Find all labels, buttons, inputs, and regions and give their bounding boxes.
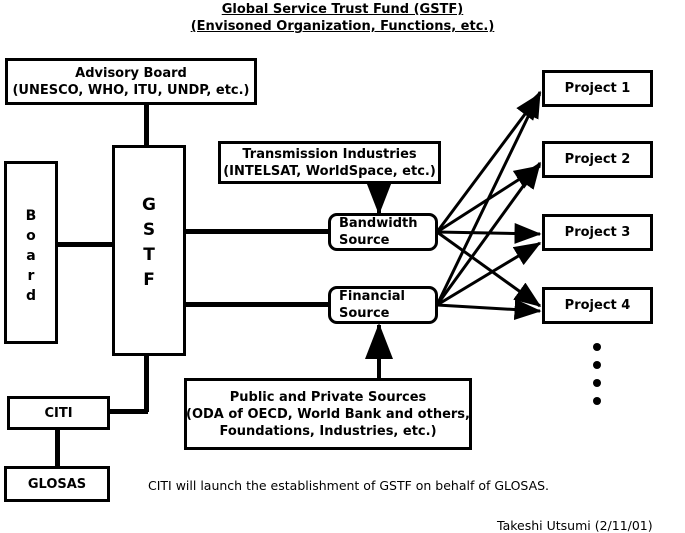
board-letter: r [27, 268, 35, 284]
project-3-box[interactable]: Project 3 [542, 214, 653, 251]
project-1-label: Project 1 [564, 81, 631, 96]
board-letter: a [26, 248, 36, 264]
financial-source-line2: Source [339, 306, 390, 321]
advisory-board-line1: Advisory Board [75, 65, 187, 81]
ellipsis-dot [593, 361, 601, 369]
board-label: B o a r d [26, 206, 37, 306]
project-1-box[interactable]: Project 1 [542, 70, 653, 107]
bandwidth-source-line2: Source [339, 233, 390, 248]
author-signature: Takeshi Utsumi (2/11/01) [497, 518, 653, 533]
advisory-board-line2: (UNESCO, WHO, ITU, UNDP, etc.) [12, 82, 250, 98]
connector-gstf-to-citi-horizontal [108, 409, 148, 414]
arrow-financial-to-project-1 [435, 90, 542, 306]
citi-box[interactable]: CITI [7, 396, 110, 430]
arrow-financial-to-project-3 [436, 241, 542, 307]
public-private-sources-box[interactable]: Public and Private Sources (ODA of OECD,… [184, 378, 472, 450]
public-private-sources-line1: Public and Private Sources [229, 389, 427, 405]
ellipsis-dot [593, 397, 601, 405]
connector-gstf-to-citi-vertical [144, 353, 149, 412]
page-title-line2-text: (Envisoned Organization, Functions, etc.… [190, 19, 495, 34]
board-box[interactable]: B o a r d [4, 161, 58, 344]
ellipsis-dot [593, 379, 601, 387]
bandwidth-source-box[interactable]: Bandwidth Source [328, 213, 438, 251]
glosas-box[interactable]: GLOSAS [4, 466, 110, 502]
project-2-label: Project 2 [564, 152, 631, 167]
gstf-letter: G [142, 195, 156, 215]
connector-board-to-gstf [55, 242, 114, 247]
public-private-sources-line2: (ODA of OECD, World Bank and others, [186, 406, 470, 422]
transmission-industries-line1: Transmission Industries [242, 146, 417, 162]
citi-label: CITI [44, 405, 73, 421]
ellipsis-dot [593, 343, 601, 351]
transmission-industries-line2: (INTELSAT, WorldSpace, etc.) [223, 163, 436, 179]
board-letter: d [25, 288, 36, 304]
financial-source-box[interactable]: Financial Source [328, 286, 438, 324]
gstf-label: G S T F [142, 193, 156, 293]
page-title-line2: (Envisoned Organization, Functions, etc.… [0, 19, 685, 34]
arrow-bandwidth-to-project-2 [436, 164, 542, 234]
gstf-letter: T [143, 245, 155, 265]
bandwidth-source-line1: Bandwidth [339, 216, 418, 231]
arrow-financial-to-project-2 [435, 161, 542, 306]
page-title-line1-text: Global Service Trust Fund (GSTF) [221, 2, 464, 17]
arrow-bandwidth-to-project-1 [435, 92, 542, 233]
public-private-sources-line3: Foundations, Industries, etc.) [219, 423, 437, 439]
project-2-box[interactable]: Project 2 [542, 141, 653, 178]
advisory-board-box[interactable]: Advisory Board (UNESCO, WHO, ITU, UNDP, … [5, 58, 257, 105]
project-3-label: Project 3 [564, 225, 631, 240]
footer-note: CITI will launch the establishment of GS… [148, 478, 550, 493]
page-title-line1: Global Service Trust Fund (GSTF) [0, 2, 685, 17]
glosas-label: GLOSAS [27, 476, 87, 492]
connector-gstf-to-financial [184, 302, 331, 307]
gstf-letter: F [143, 270, 155, 290]
arrow-bandwidth-to-project-4 [436, 230, 542, 308]
gstf-letter: S [142, 220, 156, 240]
transmission-industries-box[interactable]: Transmission Industries (INTELSAT, World… [218, 141, 441, 184]
board-letter: B [25, 208, 37, 224]
project-4-box[interactable]: Project 4 [542, 287, 653, 324]
connector-gstf-to-bandwidth [184, 229, 331, 234]
connector-citi-to-glosas [55, 428, 60, 468]
connector-advisory-to-gstf-vertical [144, 104, 149, 148]
arrow-bandwidth-to-project-3 [436, 223, 542, 245]
project-4-label: Project 4 [564, 298, 631, 313]
financial-source-line1: Financial [339, 289, 406, 304]
board-letter: o [26, 228, 36, 244]
arrow-financial-to-project-4 [436, 299, 542, 320]
gstf-box[interactable]: G S T F [112, 145, 186, 356]
